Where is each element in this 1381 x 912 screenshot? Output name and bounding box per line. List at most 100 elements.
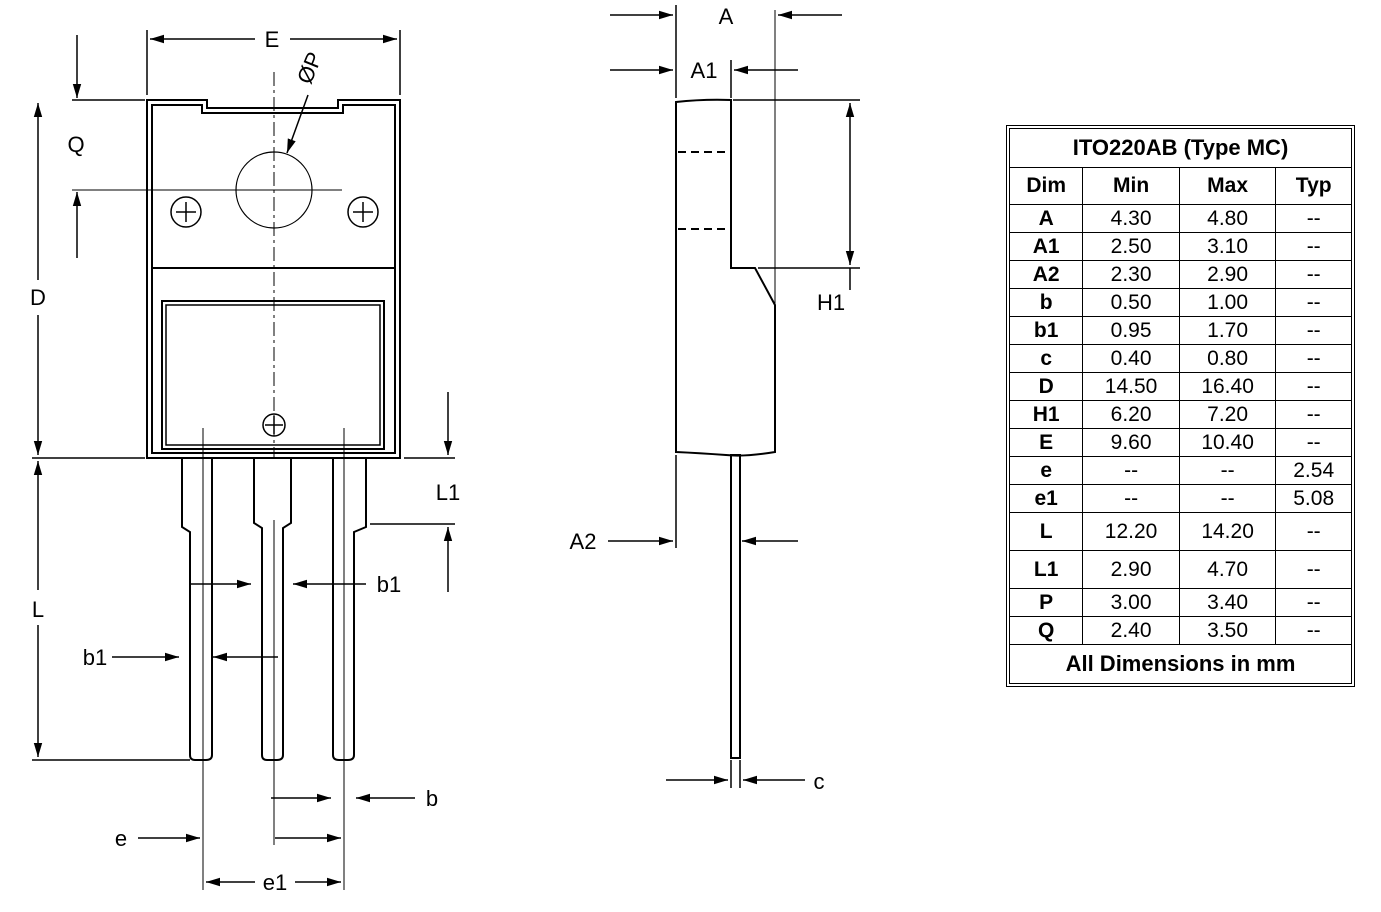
cell-dim: A1 [1008,232,1084,261]
label-b: b [426,786,438,811]
left-screw-icon [170,196,202,228]
cell-dim: D [1008,372,1084,401]
cell-min: 2.50 [1082,232,1180,261]
cell-typ: -- [1275,588,1352,617]
cell-dim: A2 [1008,260,1084,289]
cell-max: 7.20 [1178,400,1277,429]
table-row: e1----5.08 [1008,484,1352,513]
cell-dim: H1 [1008,400,1084,429]
header-typ: Typ [1275,167,1352,205]
label-L: L [32,597,44,622]
label-A1: A1 [691,58,718,83]
inner-mold-rect-outer [161,300,385,450]
label-b1-right: b1 [377,572,401,597]
cell-min: 9.60 [1082,428,1180,457]
lead-2 [253,458,292,761]
label-e: e [115,826,127,851]
cell-min: 3.00 [1082,588,1180,617]
label-H1: H1 [817,290,845,315]
cell-min: 12.20 [1082,512,1180,551]
cell-min: 4.30 [1082,204,1180,233]
cell-dim: c [1008,344,1084,373]
cell-dim: e [1008,456,1084,485]
cell-min: 2.90 [1082,550,1180,589]
cell-typ: 5.08 [1275,484,1352,513]
cell-min: -- [1082,484,1180,513]
cell-typ: -- [1275,316,1352,345]
front-view [72,72,401,890]
cell-typ: -- [1275,344,1352,373]
cell-max: 0.80 [1178,344,1277,373]
cell-max: 14.20 [1178,512,1277,551]
cell-typ: -- [1275,428,1352,457]
cell-max: 3.40 [1178,588,1277,617]
cell-dim: A [1008,204,1084,233]
cell-dim: b1 [1008,316,1084,345]
cell-typ: -- [1275,260,1352,289]
cell-min: 2.40 [1082,616,1180,645]
cell-typ: -- [1275,512,1352,551]
cell-dim: b [1008,288,1084,317]
cell-min: 14.50 [1082,372,1180,401]
cell-typ: -- [1275,550,1352,589]
cell-max: 4.80 [1178,204,1277,233]
cell-typ: -- [1275,204,1352,233]
cell-dim: E [1008,428,1084,457]
side-view [675,10,776,759]
label-A2: A2 [570,529,597,554]
cell-typ: -- [1275,400,1352,429]
table-footer: All Dimensions in mm [1009,644,1352,684]
cell-max: -- [1178,484,1277,513]
header-max: Max [1178,167,1277,205]
lead-3 [332,458,367,761]
cell-dim: e1 [1008,484,1084,513]
right-screw-icon [347,196,379,228]
cell-typ: -- [1275,288,1352,317]
label-A: A [719,4,734,29]
label-E: E [265,27,280,52]
cell-min: 0.50 [1082,288,1180,317]
cell-max: 2.90 [1178,260,1277,289]
cell-max: 4.70 [1178,550,1277,589]
label-L1: L1 [436,480,460,505]
cell-max: 3.50 [1178,616,1277,645]
front-view-dimensions [32,30,455,887]
label-c: c [814,769,825,794]
cell-typ: 2.54 [1275,456,1352,485]
table-row: e----2.54 [1008,456,1352,485]
cell-dim: P [1008,588,1084,617]
cell-max: 16.40 [1178,372,1277,401]
body-outer-outline [146,99,401,459]
cell-min: 0.40 [1082,344,1180,373]
cell-max: 1.00 [1178,288,1277,317]
cell-dim: L1 [1008,550,1084,589]
cell-max: 10.40 [1178,428,1277,457]
header-min: Min [1082,167,1180,205]
cell-min: -- [1082,456,1180,485]
cell-max: -- [1178,456,1277,485]
cell-dim: L [1008,512,1084,551]
label-D: D [30,285,46,310]
cell-typ: -- [1275,232,1352,261]
cell-dim: Q [1008,616,1084,645]
cell-max: 3.10 [1178,232,1277,261]
cell-min: 0.95 [1082,316,1180,345]
side-view-dimensions [608,5,860,788]
lead-1 [181,458,213,761]
side-body-outline [675,98,776,457]
